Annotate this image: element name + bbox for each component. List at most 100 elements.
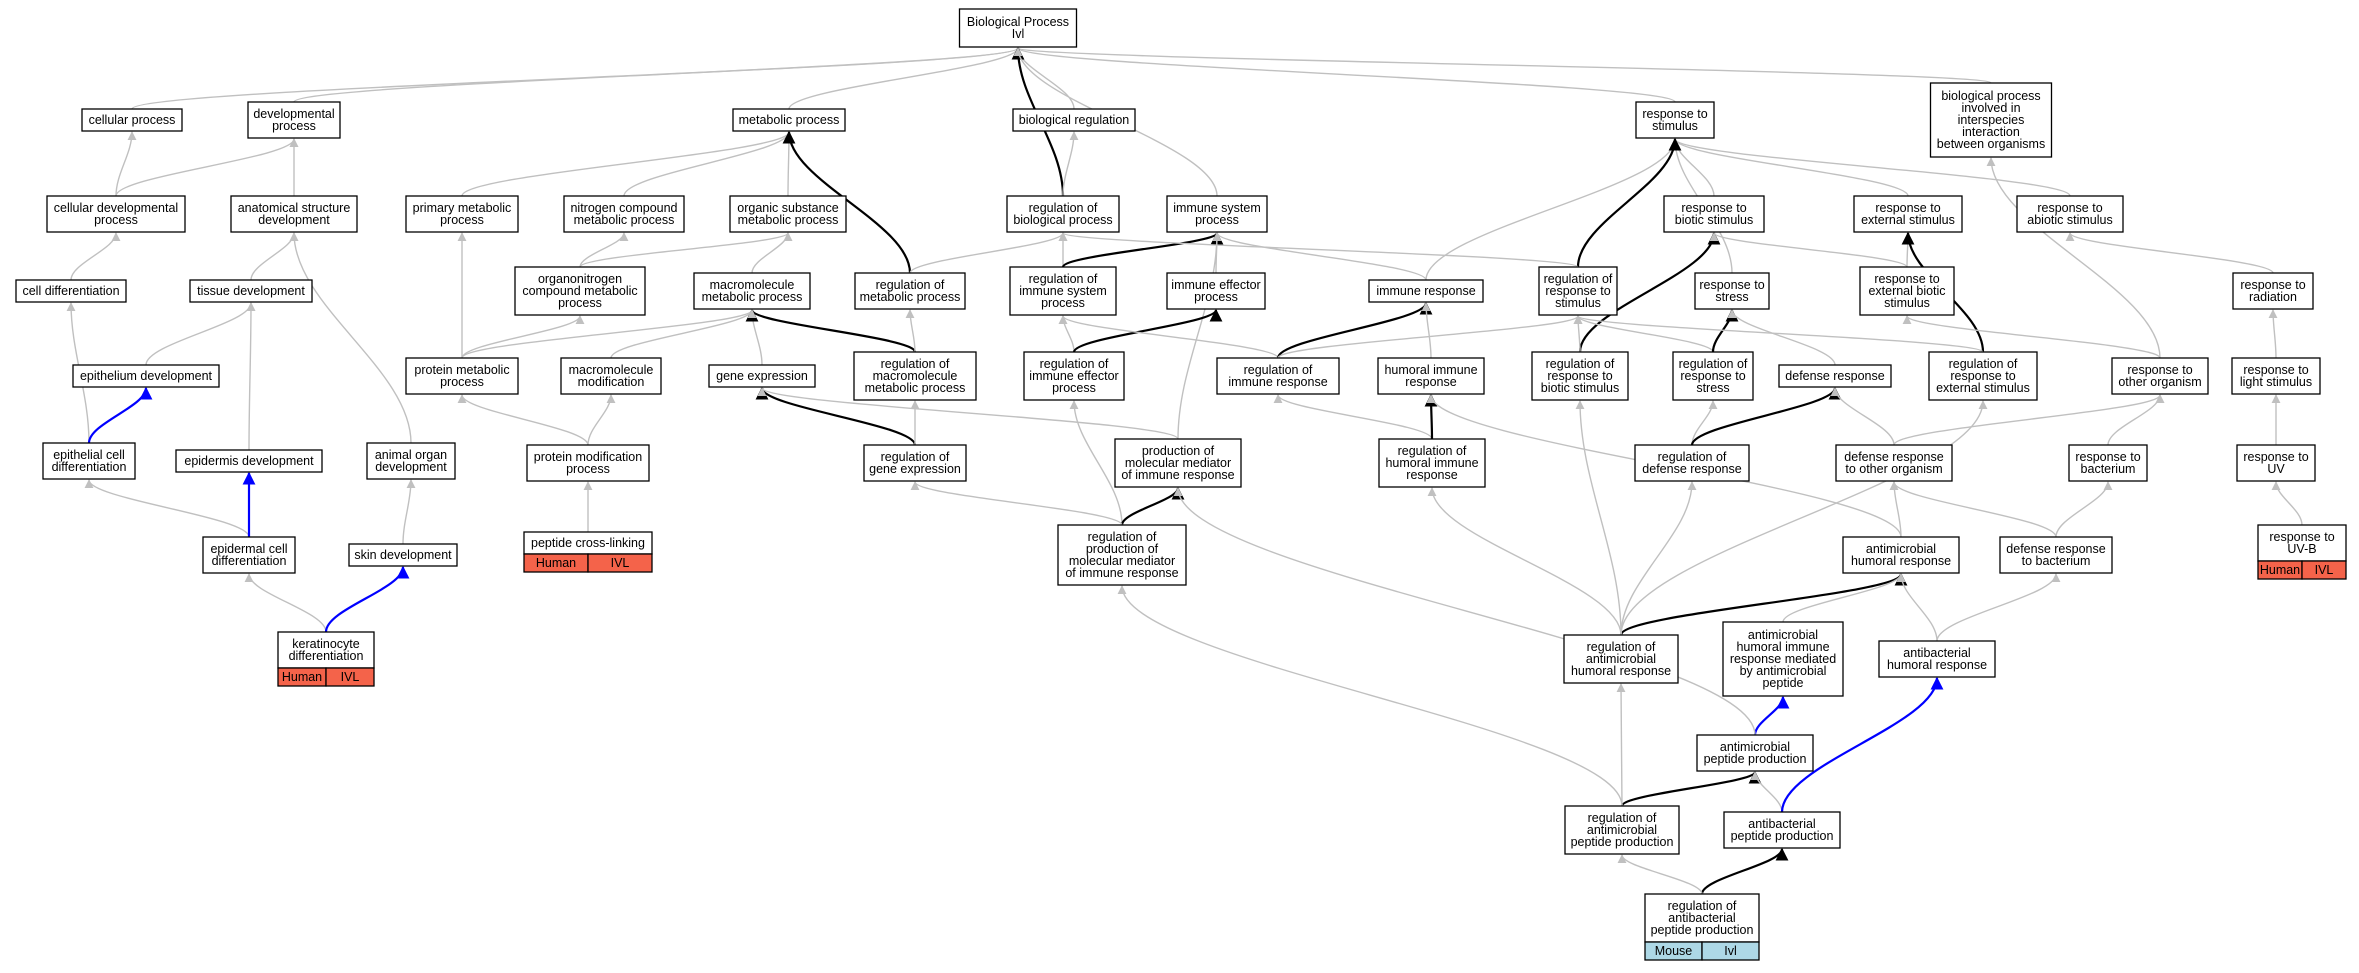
node-box bbox=[405, 195, 519, 233]
node-immune_response[interactable]: immune response bbox=[1368, 279, 1484, 303]
node-label-line: differentiation bbox=[289, 649, 364, 663]
edge-reg_gene_expression-to-gene_expression bbox=[755, 386, 917, 446]
edge-response_bacterium-to-response_other_organism bbox=[2107, 394, 2165, 446]
species-tag-label: Human bbox=[536, 556, 576, 570]
node-cell_differentiation[interactable]: cell differentiation bbox=[15, 279, 127, 303]
node-label-line: process bbox=[558, 296, 602, 310]
node-label-line: between organisms bbox=[1937, 137, 2045, 151]
edge-organonitrogen-to-organic_substance bbox=[579, 232, 793, 268]
node-box bbox=[1694, 272, 1770, 310]
node-tissue_development[interactable]: tissue development bbox=[189, 279, 313, 303]
node-gene_expression[interactable]: gene expression bbox=[708, 364, 816, 388]
node-defense_response[interactable]: defense response bbox=[1778, 364, 1892, 388]
node-box bbox=[1929, 82, 2053, 158]
node-box bbox=[1023, 351, 1125, 401]
node-label-line: peptide bbox=[1762, 676, 1803, 690]
node-label-line: response to bbox=[2240, 278, 2305, 292]
node-label-line: response to bbox=[2243, 450, 2308, 464]
node-box bbox=[1999, 536, 2113, 574]
node-label-line: production of bbox=[1086, 542, 1159, 556]
node-label-line: response to bbox=[2243, 363, 2308, 377]
node-skin_development[interactable]: skin development bbox=[348, 543, 458, 567]
node-biological_regulation[interactable]: biological regulation bbox=[1012, 108, 1136, 132]
node-epidermis_dev[interactable]: epidermis development bbox=[175, 449, 323, 473]
node-box bbox=[1723, 811, 1841, 849]
edge-reg_macromolecule_metabolic-to-macromolecule_metabolic bbox=[745, 308, 917, 353]
edge-protein_modification-to-protein_metabolic bbox=[457, 394, 589, 446]
node-label-line: organonitrogen bbox=[538, 272, 622, 286]
node-label-line: response to bbox=[2269, 530, 2334, 544]
node-box bbox=[732, 108, 846, 132]
node-label-line: humoral immune bbox=[1384, 363, 1477, 377]
edge-antibacterial_humoral-to-antimicrobial_humoral bbox=[1896, 573, 1938, 642]
node-label-line: response mediated bbox=[1730, 652, 1836, 666]
edge-protein_metabolic-to-organonitrogen bbox=[461, 315, 585, 359]
edge-reg_immune_effector-to-immune_effector bbox=[1072, 308, 1223, 353]
node-cellular_process[interactable]: cellular process bbox=[81, 108, 183, 132]
node-box bbox=[1563, 634, 1679, 684]
node-label-line: regulation of bbox=[1029, 272, 1098, 286]
edge-animal_organ_dev-to-anatomical_structure_dev bbox=[289, 232, 412, 444]
node-metabolic_process[interactable]: metabolic process bbox=[732, 108, 846, 132]
node-epithelium_dev[interactable]: epithelium development bbox=[72, 364, 220, 388]
